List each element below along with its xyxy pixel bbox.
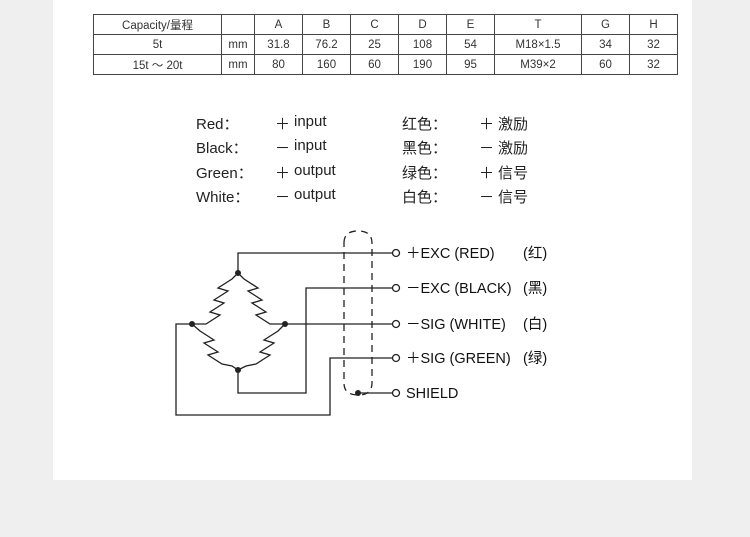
legend-func-zh: 激励 bbox=[498, 140, 529, 157]
terminal-label-zh: (红) bbox=[523, 245, 547, 262]
legend-sign-zh: － bbox=[479, 140, 495, 157]
bridge-resistor bbox=[192, 272, 239, 325]
bridge-node-left bbox=[189, 321, 195, 327]
wire-minus-exc bbox=[237, 287, 392, 394]
bridge-resistor bbox=[191, 323, 239, 371]
legend-sign-zh: － bbox=[479, 189, 495, 206]
legend-sign-en: － bbox=[275, 189, 291, 206]
legend-color-zh: 白色： bbox=[402, 189, 448, 206]
table-cell: 60 bbox=[581, 54, 630, 75]
table-cell: 80 bbox=[254, 54, 303, 75]
table-row: 15t ～ 20t mm 80 160 60 190 95 M39×2 60 3… bbox=[93, 54, 678, 75]
legend-sign-zh: ＋ bbox=[479, 165, 495, 182]
legend-func-en: input bbox=[294, 137, 327, 154]
table-cell: M18×1.5 bbox=[494, 34, 582, 55]
bridge-node-right bbox=[282, 321, 288, 327]
legend-sign-zh: ＋ bbox=[479, 116, 495, 133]
shield-junction bbox=[355, 390, 361, 396]
table-cell: 15t ～ 20t bbox=[93, 54, 222, 75]
legend-color-en: White： bbox=[196, 189, 250, 206]
bridge-node-top bbox=[235, 270, 241, 276]
legend-color-zh: 红色： bbox=[402, 116, 448, 133]
legend-func-zh: 信号 bbox=[498, 189, 529, 206]
legend-color-en: Green： bbox=[196, 165, 253, 182]
bridge-resistor bbox=[237, 272, 285, 325]
terminal-shield bbox=[391, 388, 401, 398]
table-cell: 32 bbox=[629, 54, 678, 75]
terminal-label: ＋SIG (GREEN) bbox=[406, 351, 511, 367]
table-cell: 95 bbox=[446, 54, 495, 75]
legend-func-en: output bbox=[294, 186, 336, 203]
terminal-label-zh: (黑) bbox=[523, 281, 547, 297]
legend-sign-en: ＋ bbox=[275, 116, 291, 133]
table-cell: M39×2 bbox=[494, 54, 582, 75]
bridge-resistor bbox=[237, 323, 286, 371]
terminal-plus-exc bbox=[391, 248, 401, 258]
terminal-minus-exc bbox=[391, 283, 401, 293]
wire-plus-exc bbox=[237, 252, 392, 273]
terminal-minus-sig bbox=[391, 319, 401, 329]
bridge-node-bottom bbox=[235, 367, 241, 373]
terminal-label: －SIG (WHITE) bbox=[406, 317, 506, 333]
spec-table: Capacity/量程 A B C D E T G H 5t mm 31.8 7… bbox=[93, 14, 678, 75]
terminal-label-zh: (白) bbox=[523, 316, 547, 333]
legend-func-en: input bbox=[294, 113, 327, 130]
wire-color-legend: Red： ＋ input 红色： ＋ 激励 Black： － input 黑色：… bbox=[0, 0, 750, 220]
terminal-label-zh: (绿) bbox=[523, 350, 547, 367]
content-card bbox=[53, 0, 692, 480]
table-header-row: Capacity/量程 A B C D E T G H bbox=[93, 14, 678, 35]
legend-func-zh: 激励 bbox=[498, 116, 529, 133]
legend-color-zh: 黑色： bbox=[402, 140, 448, 157]
terminal-label: SHIELD bbox=[406, 386, 458, 402]
legend-sign-en: － bbox=[275, 140, 291, 157]
legend-func-en: output bbox=[294, 162, 336, 179]
table-cell: 160 bbox=[302, 54, 351, 75]
terminal-label: －EXC (BLACK) bbox=[406, 281, 512, 297]
legend-color-en: Black： bbox=[196, 140, 248, 157]
terminal-label: ＋EXC (RED) bbox=[406, 246, 495, 262]
legend-color-en: Red： bbox=[196, 116, 239, 133]
legend-func-zh: 信号 bbox=[498, 165, 529, 182]
wire-plus-sig bbox=[175, 323, 392, 416]
terminal-plus-sig bbox=[391, 353, 401, 363]
cable-shield bbox=[343, 230, 373, 396]
table-cell: mm bbox=[221, 54, 255, 75]
legend-sign-en: ＋ bbox=[275, 165, 291, 182]
legend-color-zh: 绿色： bbox=[402, 165, 448, 182]
table-cell: 60 bbox=[350, 54, 399, 75]
table-cell: 32 bbox=[629, 34, 678, 55]
table-cell: 34 bbox=[581, 34, 630, 55]
